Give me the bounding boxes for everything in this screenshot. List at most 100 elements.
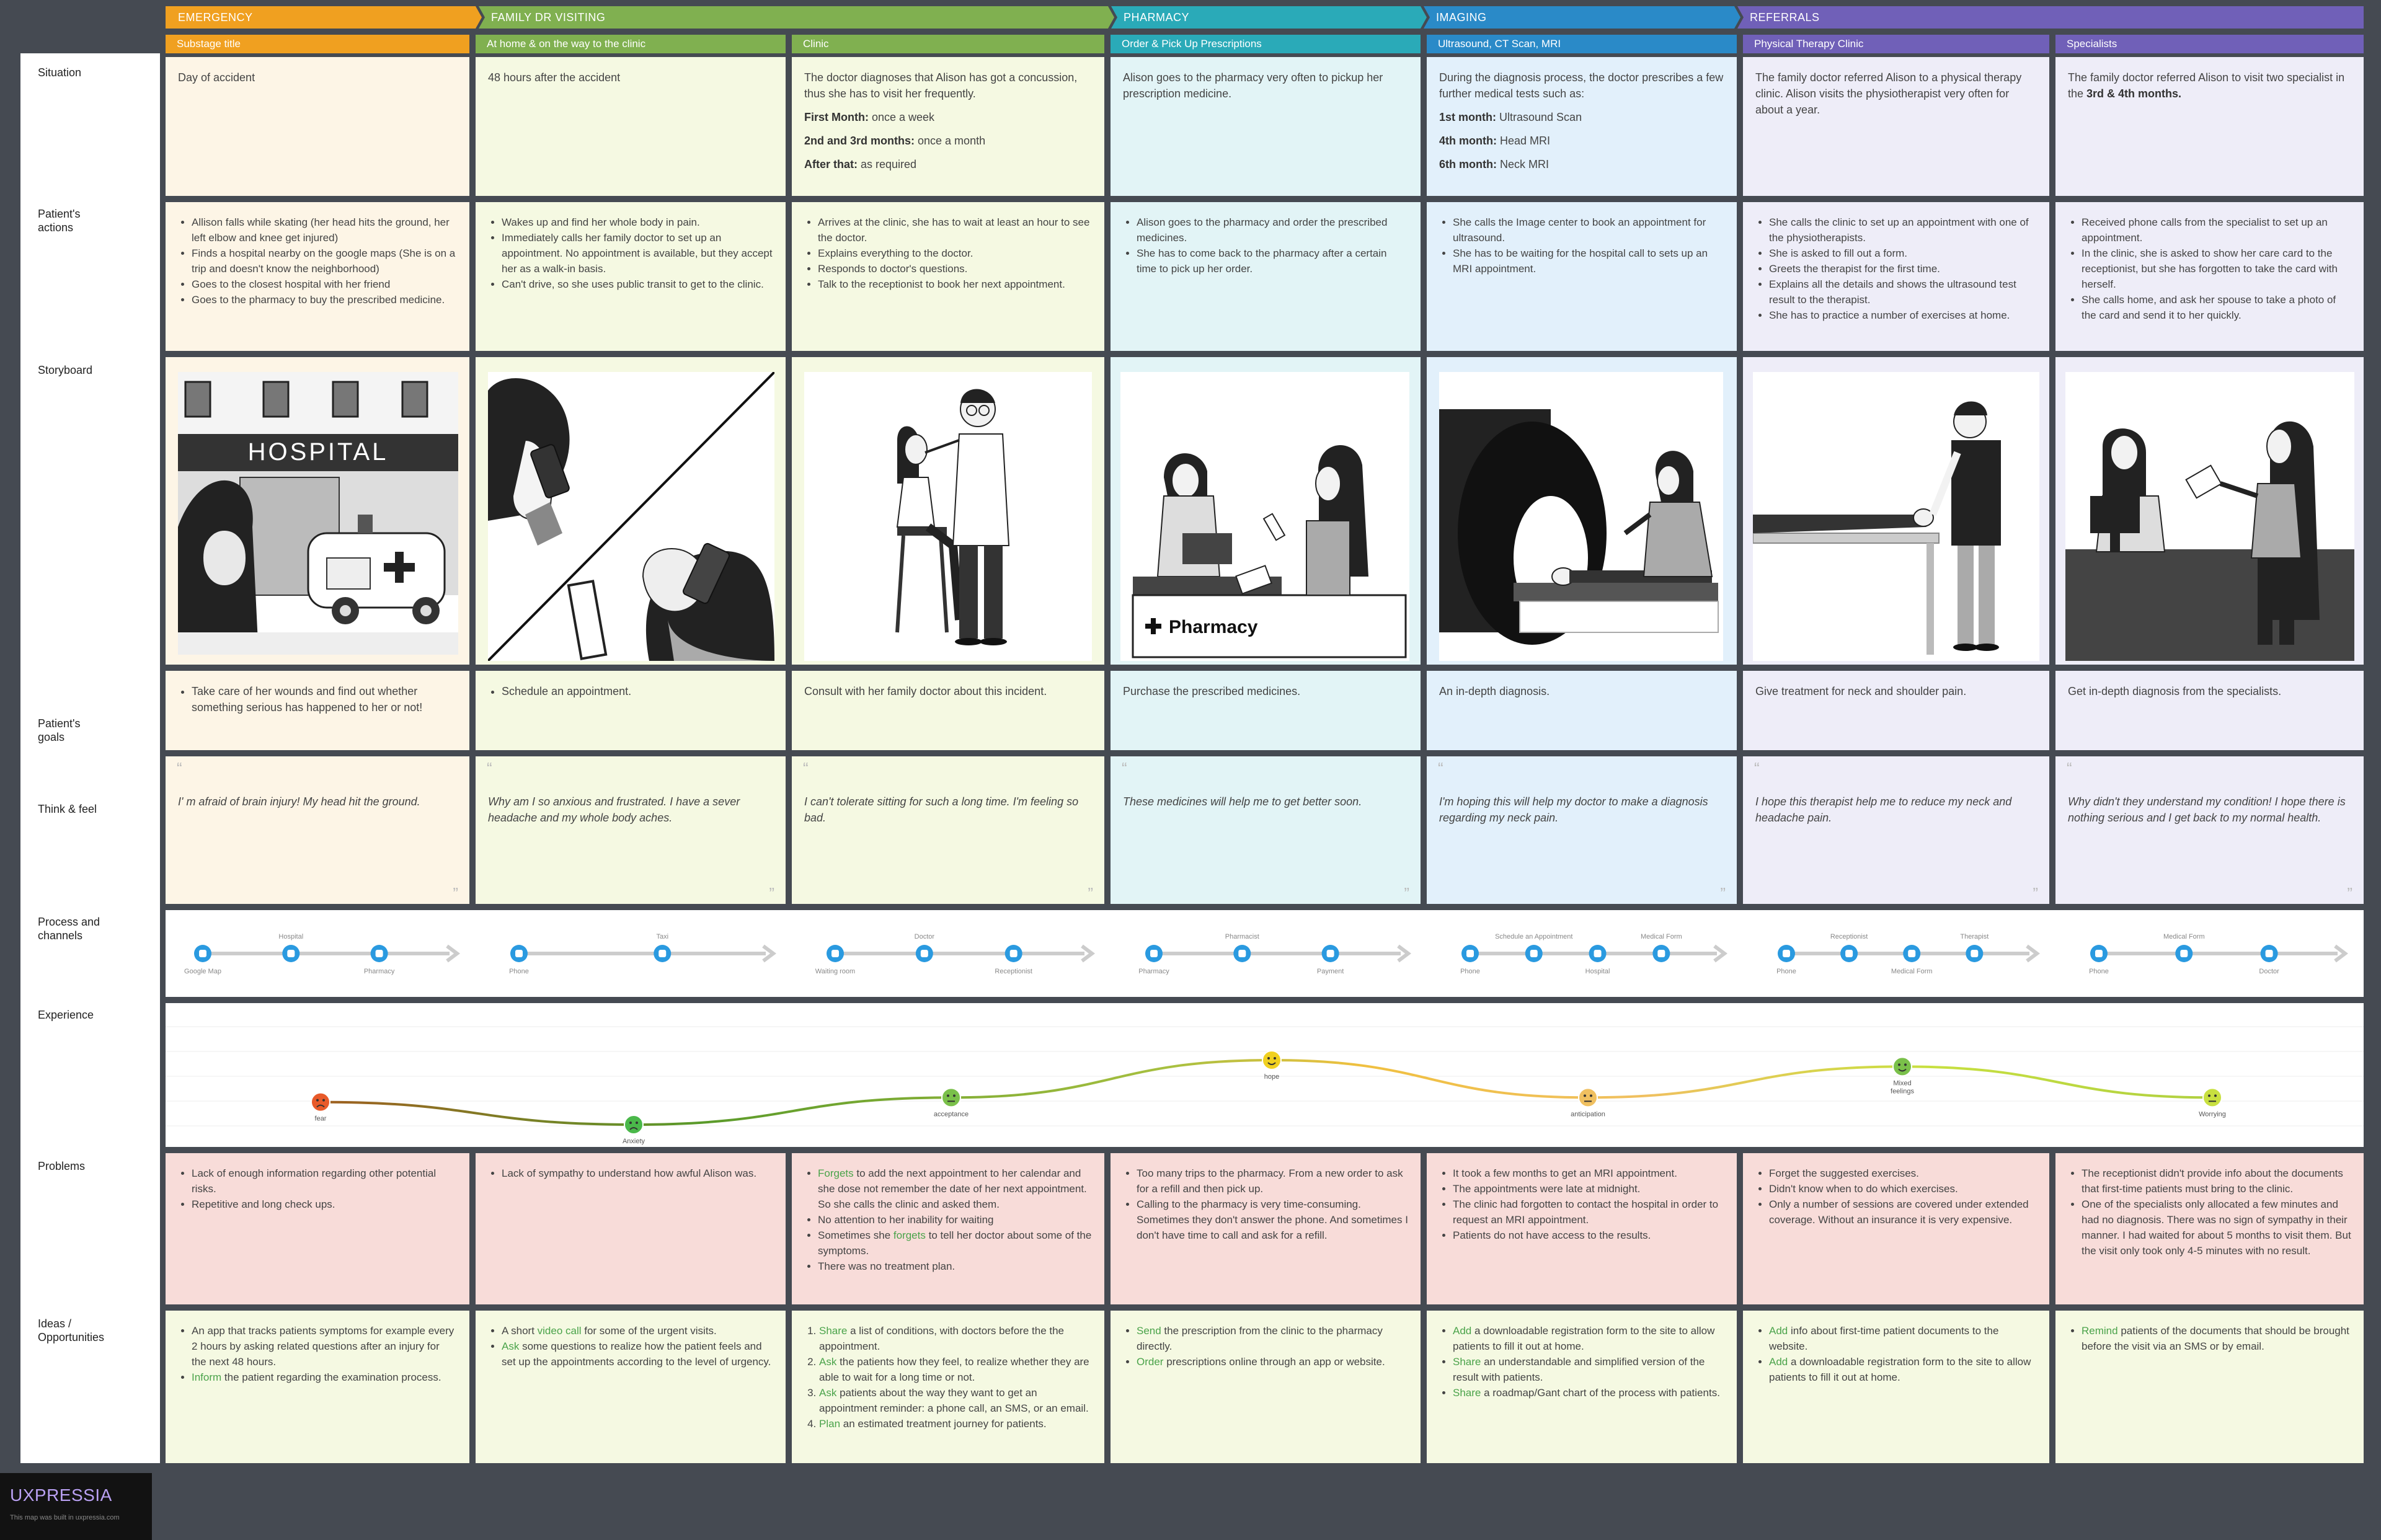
idea-item: Add a downloadable registration form to … xyxy=(1453,1323,1724,1354)
action-item: Alison goes to the pharmacy and order th… xyxy=(1137,215,1408,246)
stage-imaging-arrow xyxy=(1424,6,1740,29)
channel-glyph-icon xyxy=(1657,950,1665,957)
action-item: She has to come back to the pharmacy aft… xyxy=(1137,246,1408,277)
channel-glyph-icon xyxy=(1326,950,1334,957)
idea-text: the patient regarding the examination pr… xyxy=(221,1371,441,1383)
channel-label: Phone xyxy=(2089,968,2109,975)
emotion-point[interactable]: hope xyxy=(1262,1050,1282,1081)
problem-item: The appointments were late at midnight. xyxy=(1453,1181,1724,1197)
open-quote-icon: “ xyxy=(487,759,492,777)
action-item: She calls home, and ask her spouse to ta… xyxy=(2082,292,2351,323)
stage-pharmacy[interactable]: PHARMACY xyxy=(1124,11,1190,24)
emotion-point[interactable]: anticipation xyxy=(1571,1087,1605,1118)
problems-cell-0: Lack of enough information regarding oth… xyxy=(166,1153,469,1304)
action-item: Allison falls while skating (her head hi… xyxy=(192,215,457,246)
goals-cell-5: Give treatment for neck and shoulder pai… xyxy=(1743,671,2049,750)
row-label-ideas: Ideas / Opportunities xyxy=(38,1317,105,1343)
face-eye-icon xyxy=(1267,1057,1270,1060)
idea-text: A short xyxy=(502,1325,538,1337)
highlight-word: Ask xyxy=(502,1340,520,1352)
problem-item: Patients do not have access to the resul… xyxy=(1453,1228,1724,1243)
emotion-label: hope xyxy=(1264,1073,1279,1081)
highlight-word: Send xyxy=(1137,1325,1161,1337)
row-label-goals: Patient's goals xyxy=(38,717,81,743)
goal-item: Schedule an appointment. xyxy=(502,683,773,699)
stage-emergency[interactable]: EMERGENCY xyxy=(178,11,253,24)
problem-item: There was no treatment plan. xyxy=(818,1259,1092,1274)
action-item: Immediately calls her family doctor to s… xyxy=(502,230,773,277)
action-item: Wakes up and find her whole body in pain… xyxy=(502,215,773,230)
actions-cell-1: Wakes up and find her whole body in pain… xyxy=(476,202,786,351)
problem-item: One of the specialists only allocated a … xyxy=(2082,1197,2351,1259)
idea-item: An app that tracks patients symptoms for… xyxy=(192,1323,457,1370)
problem-item: It took a few months to get an MRI appoi… xyxy=(1453,1166,1724,1181)
actions-cell-6: Received phone calls from the specialist… xyxy=(2055,202,2364,351)
problem-item: The clinic had forgotten to contact the … xyxy=(1453,1197,1724,1228)
idea-text: for some of the urgent visits. xyxy=(581,1325,717,1337)
problems-cell-5: Forget the suggested exercises. Didn't k… xyxy=(1743,1153,2049,1304)
emotion-point[interactable]: fear xyxy=(311,1092,330,1123)
actions-cell-0: Allison falls while skating (her head hi… xyxy=(166,202,469,351)
substage-4[interactable]: Ultrasound, CT Scan, MRI xyxy=(1427,35,1737,53)
problem-item: Lack of enough information regarding oth… xyxy=(192,1166,457,1197)
channel-glyph-icon xyxy=(831,950,839,957)
channel-label: Phone xyxy=(1776,968,1796,975)
idea-text: a list of conditions, with doctors befor… xyxy=(819,1325,1065,1352)
emotion-point[interactable]: acceptance xyxy=(934,1087,969,1118)
think-text: These medicines will help me to get bett… xyxy=(1123,795,1362,808)
actions-cell-2: Arrives at the clinic, she has to wait a… xyxy=(792,202,1104,351)
highlight-word: forgets xyxy=(893,1229,926,1241)
problem-item: Repetitive and long check ups. xyxy=(192,1197,457,1212)
idea-item: Share an understandable and simplified v… xyxy=(1453,1354,1724,1385)
substage-1[interactable]: At home & on the way to the clinic xyxy=(476,35,786,53)
think-text: I'm hoping this will help my doctor to m… xyxy=(1439,795,1708,824)
ideas-cell-4: Add a downloadable registration form to … xyxy=(1427,1311,1737,1463)
substage-0[interactable]: Substage title xyxy=(166,35,469,53)
goal-item: Take care of her wounds and find out whe… xyxy=(192,683,457,715)
situation-cell-0: Day of accident xyxy=(166,57,469,196)
emotion-point[interactable]: Worrying xyxy=(2199,1087,2226,1118)
situation-text: The family doctor referred Alison to vis… xyxy=(2068,69,2351,102)
close-quote-icon: ” xyxy=(453,884,458,903)
open-quote-icon: “ xyxy=(1754,759,1760,777)
row-label-situation: Situation xyxy=(38,66,82,79)
stage-family-dr[interactable]: FAMILY DR VISITING xyxy=(491,11,606,24)
open-quote-icon: “ xyxy=(1122,759,1127,777)
emotion-face-icon xyxy=(1892,1056,1912,1077)
idea-text: a downloadable registration form to the … xyxy=(1453,1325,1715,1352)
think-text: I' m afraid of brain injury! My head hit… xyxy=(178,795,420,808)
idea-item: Remind patients of the documents that sh… xyxy=(2082,1323,2351,1354)
face-eye-icon xyxy=(953,1094,956,1097)
highlight-word: Share xyxy=(1453,1387,1481,1399)
highlight-word: Add xyxy=(1769,1325,1788,1337)
problem-item: Forget the suggested exercises. xyxy=(1769,1166,2037,1181)
idea-text: a downloadable registration form to the … xyxy=(1769,1356,2031,1383)
situation-line-bold: 2nd and 3rd months: xyxy=(804,135,915,147)
substage-5[interactable]: Physical Therapy Clinic xyxy=(1743,35,2049,53)
action-item: Goes to the pharmacy to buy the prescrib… xyxy=(192,292,457,308)
uxpressia-logo: UXPRESSIA xyxy=(10,1485,112,1505)
stage-imaging[interactable]: IMAGING xyxy=(1436,11,1487,24)
uxpressia-branding[interactable]: UXPRESSIA This map was built in uxpressi… xyxy=(0,1473,152,1540)
channel-label: Schedule an Appointment xyxy=(1495,933,1572,940)
think-text: I can't tolerate sitting for such a long… xyxy=(804,795,1079,824)
action-item: Arrives at the clinic, she has to wait a… xyxy=(818,215,1092,246)
idea-item: A short video call for some of the urgen… xyxy=(502,1323,773,1339)
substage-3[interactable]: Order & Pick Up Prescriptions xyxy=(1111,35,1421,53)
substage-2[interactable]: Clinic xyxy=(792,35,1104,53)
highlight-word: Plan xyxy=(819,1418,841,1430)
substage-6[interactable]: Specialists xyxy=(2055,35,2364,53)
goal-text: Get in-depth diagnosis from the speciali… xyxy=(2068,685,2282,697)
channel-glyph-icon xyxy=(1009,950,1018,957)
stage-referrals[interactable]: REFERRALS xyxy=(1750,11,1820,24)
problems-cell-6: The receptionist didn't provide info abo… xyxy=(2055,1153,2364,1304)
situation-line: 1st month: Ultrasound Scan xyxy=(1439,109,1724,125)
emotion-point[interactable]: Anxiety xyxy=(623,1115,645,1145)
situation-text: Day of accident xyxy=(178,71,255,84)
storyboard-doctor-illustration xyxy=(804,372,1092,661)
situation-text-part: The family doctor referred Alison to vis… xyxy=(2068,71,2345,100)
face-eye-icon xyxy=(1590,1094,1592,1097)
